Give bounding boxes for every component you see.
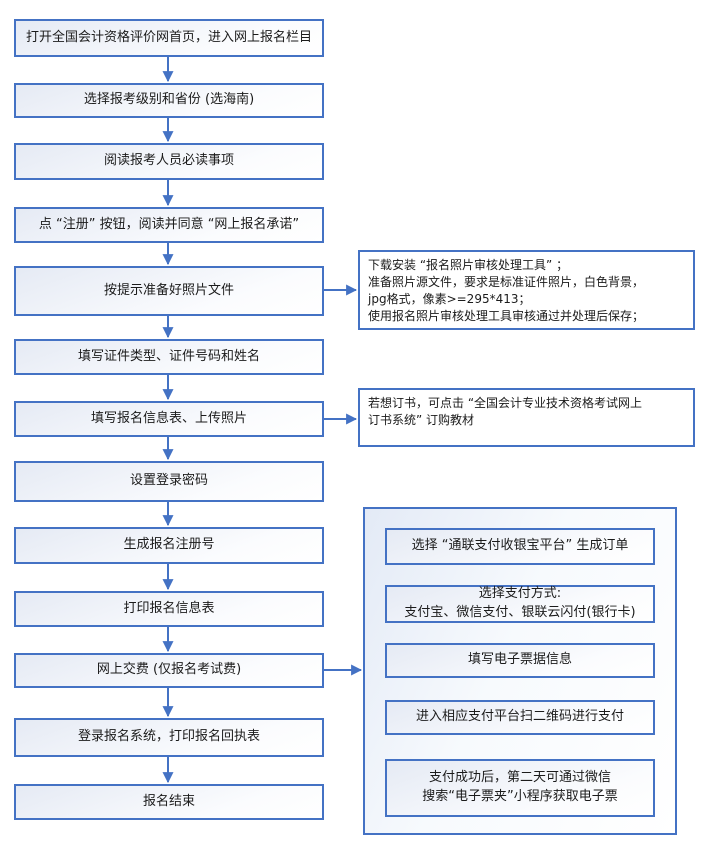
flow-step-generate-reg-number: 生成报名注册号 [14,527,324,564]
flow-step-read-notices: 阅读报考人员必读事项 [14,143,324,180]
note-book-order: 若想订书，可点击 “全国会计专业技术资格考试网上 订书系统” 订购教材 [358,388,695,447]
pay-step-invoice-info: 填写电子票据信息 [385,643,655,678]
flow-step-print-info-form: 打印报名信息表 [14,591,324,627]
flow-step-prepare-photo: 按提示准备好照片文件 [14,266,324,316]
flow-step-print-receipt: 登录报名系统，打印报名回执表 [14,718,324,757]
pay-step-get-e-ticket: 支付成功后，第二天可通过微信 搜索“电子票夹”小程序获取电子票 [385,759,655,817]
flow-step-finish: 报名结束 [14,784,324,820]
pay-step-create-order: 选择 “通联支付收银宝平台” 生成订单 [385,528,655,565]
flow-step-fill-form-upload: 填写报名信息表、上传照片 [14,401,324,437]
flow-step-select-level-province: 选择报考级别和省份 (选海南) [14,83,324,118]
pay-step-scan-qr: 进入相应支付平台扫二维码进行支付 [385,700,655,735]
flow-step-open-homepage: 打开全国会计资格评价网首页，进入网上报名栏目 [14,19,324,57]
side-branch-arrows [324,284,363,676]
flow-step-register-agree: 点 “注册” 按钮，阅读并同意 “网上报名承诺” [14,207,324,243]
flow-step-set-password: 设置登录密码 [14,461,324,502]
flow-step-online-payment: 网上交费 (仅报名考试费) [14,653,324,688]
flow-step-fill-id-info: 填写证件类型、证件号码和姓名 [14,339,324,375]
pay-step-choose-method: 选择支付方式: 支付宝、微信支付、银联云闪付(银行卡) [385,585,655,623]
note-photo-tool: 下载安装 “报名照片审核处理工具” ； 准备照片源文件，要求是标准证件照片，白色… [358,250,695,330]
